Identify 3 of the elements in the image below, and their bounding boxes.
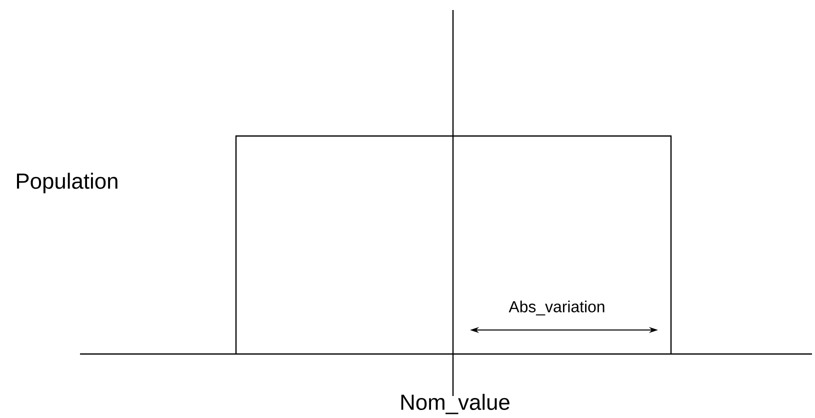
axis-label: Population [17,172,118,194]
axis-label: Nom_value [401,394,510,414]
dimension-label: Abs_variation [508,300,604,316]
